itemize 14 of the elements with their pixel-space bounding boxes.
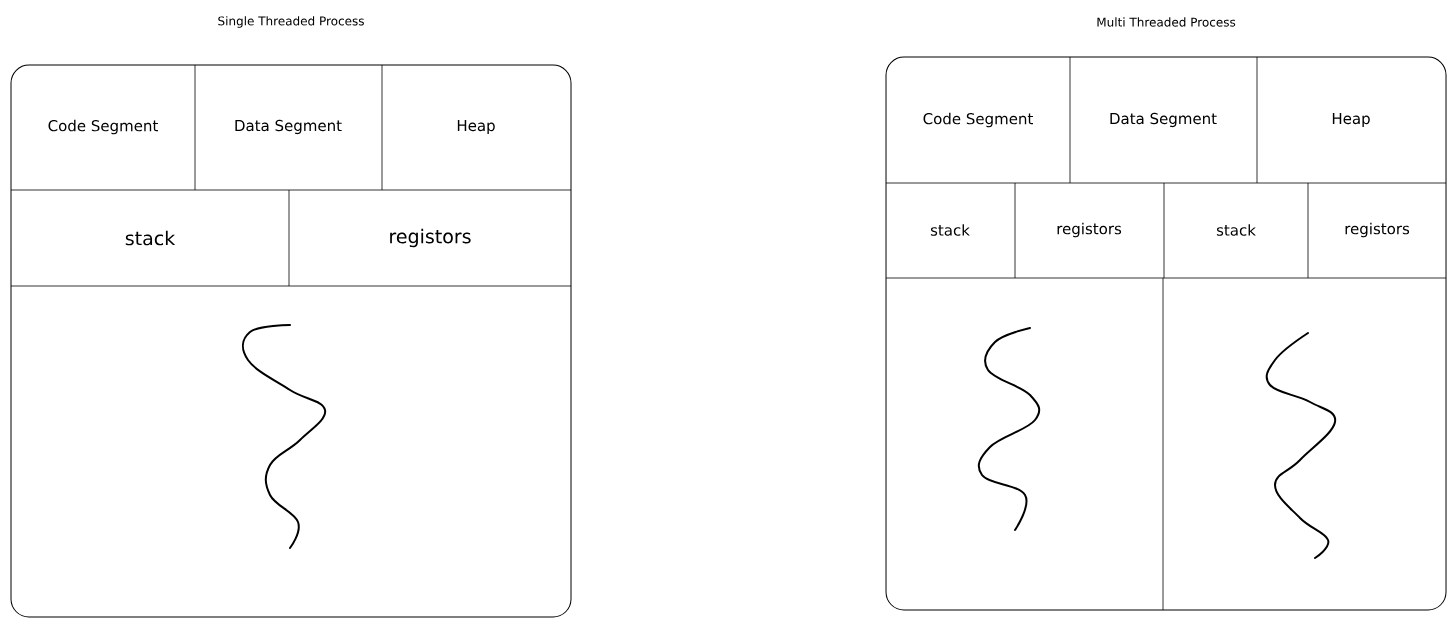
memory-cell: stack: [125, 230, 176, 246]
memory-cell: Heap: [457, 120, 495, 135]
memory-cell: registors: [390, 228, 471, 248]
memory-cell: registors: [1057, 222, 1122, 238]
memory-cell: Data Segment: [1110, 112, 1217, 128]
box-title: Multi Threaded Process: [1097, 17, 1236, 27]
memory-cell: stack: [930, 224, 970, 236]
memory-cell: stack: [1216, 224, 1256, 236]
memory-cell: Code Segment: [923, 112, 1033, 128]
memory-cell: registors: [1345, 222, 1410, 238]
box-title: Single Threaded Process: [218, 16, 364, 28]
memory-cell: Data Segment: [235, 119, 342, 135]
memory-cell: Code Segment: [48, 119, 158, 135]
memory-cell: Heap: [1332, 113, 1370, 128]
